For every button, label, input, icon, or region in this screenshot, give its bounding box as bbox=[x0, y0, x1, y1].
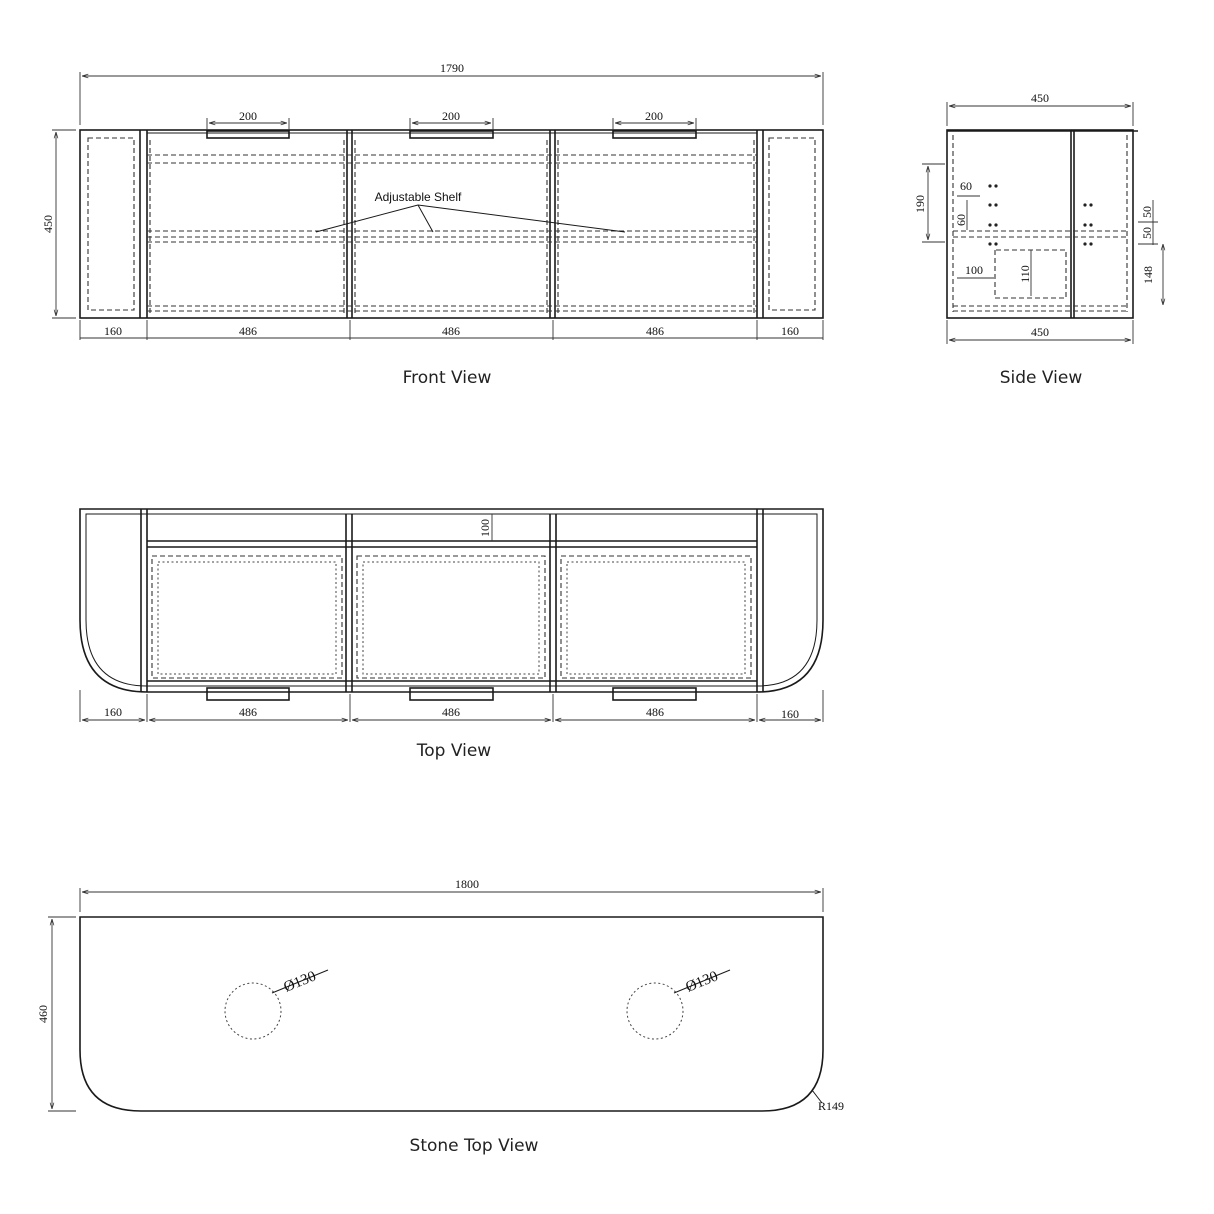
front-seg-2: 486 bbox=[239, 324, 257, 338]
top-handle-2 bbox=[409, 687, 494, 701]
front-seg-1: 160 bbox=[104, 324, 122, 338]
stone-top-view-title: Stone Top View bbox=[410, 1136, 539, 1156]
stone-hole-right bbox=[626, 982, 684, 1040]
top-handle-1 bbox=[206, 687, 290, 701]
stone-hole-right-label: Ø130 bbox=[684, 968, 721, 995]
front-seg-3: 486 bbox=[442, 324, 460, 338]
stone-outline bbox=[79, 916, 824, 1112]
side-outline bbox=[946, 129, 1134, 319]
side-dim-100: 100 bbox=[965, 263, 983, 277]
top-seg-2: 486 bbox=[239, 705, 257, 719]
front-height-label: 450 bbox=[41, 215, 55, 233]
side-view: 450 190 60 60 bbox=[913, 91, 1163, 388]
front-view-title: Front View bbox=[403, 368, 492, 388]
side-bottom-width-label: 450 bbox=[1031, 325, 1049, 339]
front-seg-5: 160 bbox=[781, 324, 799, 338]
front-handle-3-width: 200 bbox=[645, 109, 663, 123]
top-depth-label: 100 bbox=[478, 519, 492, 537]
side-dim-190: 190 bbox=[913, 195, 927, 213]
front-seg-4: 486 bbox=[646, 324, 664, 338]
front-handle-2 bbox=[409, 130, 494, 139]
top-seg-5: 160 bbox=[781, 707, 799, 721]
side-dim-50b: 50 bbox=[1140, 227, 1154, 239]
side-dim-110: 110 bbox=[1018, 265, 1032, 283]
top-seg-1: 160 bbox=[104, 705, 122, 719]
stone-hole-left-label: Ø130 bbox=[282, 968, 319, 995]
side-dim-60b: 60 bbox=[954, 214, 968, 226]
stone-overall-width-label: 1800 bbox=[455, 877, 479, 891]
front-overall-width-label: 1790 bbox=[440, 61, 464, 75]
top-seg-3: 486 bbox=[442, 705, 460, 719]
top-view: 100 160 486 486 486 160 Top View bbox=[79, 508, 824, 761]
side-top-width-label: 450 bbox=[1031, 91, 1049, 105]
front-outline bbox=[79, 129, 824, 319]
top-view-title: Top View bbox=[416, 741, 492, 761]
side-dots bbox=[988, 184, 1093, 246]
front-handle-2-width: 200 bbox=[442, 109, 460, 123]
front-handle-1 bbox=[206, 130, 290, 139]
adjustable-shelf-label: Adjustable Shelf bbox=[375, 190, 462, 204]
stone-depth-label: 460 bbox=[36, 1005, 50, 1023]
front-view: 1790 450 bbox=[41, 61, 824, 388]
side-dim-60a: 60 bbox=[960, 179, 972, 193]
stone-top-view: 1800 460 Ø130 Ø130 R149 Stone Top View bbox=[36, 877, 844, 1156]
top-handle-3 bbox=[612, 687, 697, 701]
front-handle-3 bbox=[612, 130, 697, 139]
top-outline bbox=[79, 508, 824, 693]
side-view-title: Side View bbox=[1000, 368, 1083, 388]
side-dim-148: 148 bbox=[1141, 266, 1155, 284]
front-handle-1-width: 200 bbox=[239, 109, 257, 123]
stone-radius-label: R149 bbox=[818, 1099, 844, 1113]
top-seg-4: 486 bbox=[646, 705, 664, 719]
stone-hole-left bbox=[224, 982, 282, 1040]
side-dim-50a: 50 bbox=[1140, 206, 1154, 218]
